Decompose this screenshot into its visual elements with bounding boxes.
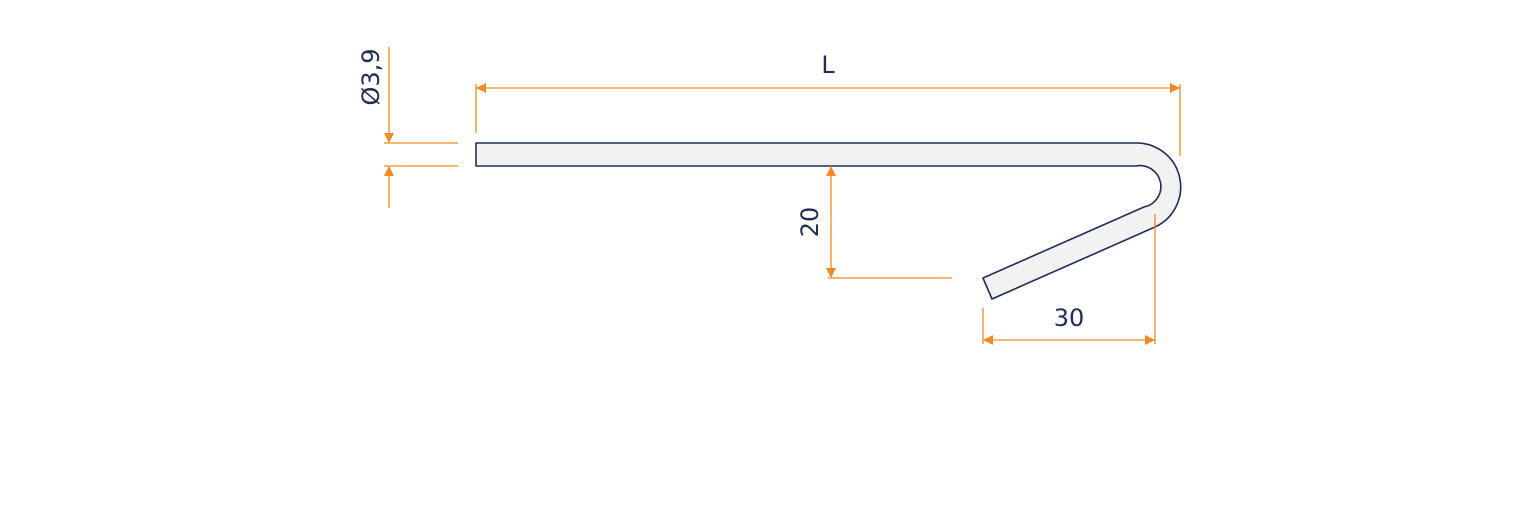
- hook-wire-outline: [475, 142, 1182, 300]
- diameter-dimension: Ø3,9: [357, 47, 458, 208]
- height-dimension: 20: [796, 166, 952, 279]
- length-label: L: [821, 51, 835, 79]
- hook-width-label: 30: [1054, 304, 1085, 332]
- height-label: 20: [796, 207, 824, 238]
- length-dimension: L: [475, 51, 1181, 156]
- diameter-label: Ø3,9: [357, 48, 385, 105]
- hook-width-dimension: 30: [982, 214, 1156, 345]
